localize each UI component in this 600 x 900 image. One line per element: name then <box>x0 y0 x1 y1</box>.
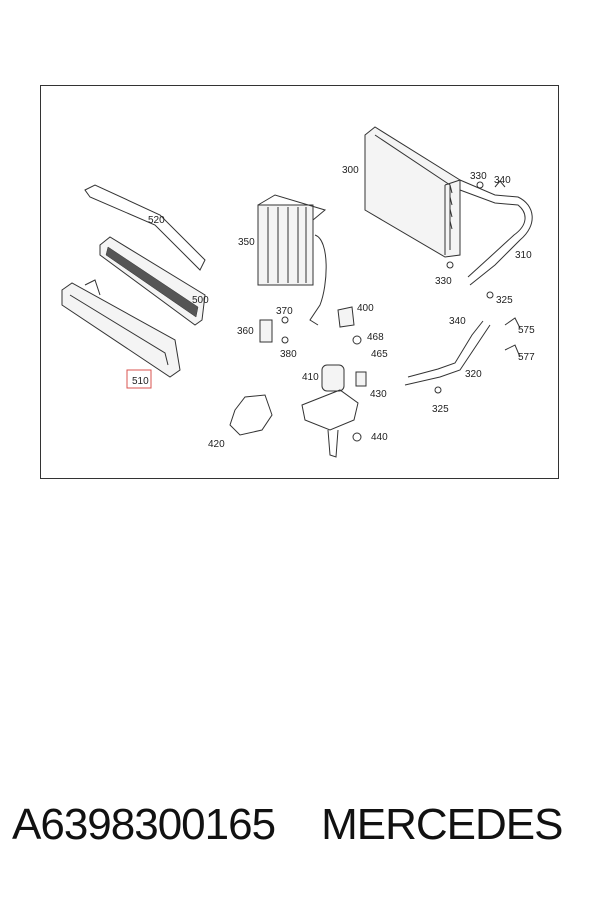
small-parts <box>281 180 521 442</box>
label-577: 577 <box>518 352 535 363</box>
label-575: 575 <box>518 325 535 336</box>
label-350: 350 <box>238 237 255 248</box>
label-340b: 340 <box>449 316 466 327</box>
label-310: 310 <box>515 250 532 261</box>
label-330b: 330 <box>435 276 452 287</box>
label-465: 465 <box>371 349 388 360</box>
brand-name: MERCEDES <box>321 800 563 849</box>
label-468: 468 <box>367 332 384 343</box>
label-300: 300 <box>342 165 359 176</box>
heater-core-300[interactable] <box>364 126 461 258</box>
label-330a: 330 <box>470 171 487 182</box>
label-380: 380 <box>280 349 297 360</box>
caption: A6398300165 MERCEDES <box>12 800 592 850</box>
sensor-360[interactable] <box>259 319 273 343</box>
label-420: 420 <box>208 439 225 450</box>
hose-310[interactable] <box>459 179 533 286</box>
label-360: 360 <box>237 326 254 337</box>
block-400[interactable] <box>337 306 355 328</box>
filter-510[interactable] <box>61 279 181 378</box>
label-410: 410 <box>302 372 319 383</box>
bracket-520[interactable] <box>84 184 206 271</box>
diagram-frame <box>40 85 559 479</box>
label-400: 400 <box>357 303 374 314</box>
label-320: 320 <box>465 369 482 380</box>
label-430: 430 <box>370 389 387 400</box>
label-500: 500 <box>192 295 209 306</box>
hose-320[interactable] <box>404 320 491 386</box>
pump-410[interactable] <box>301 364 359 458</box>
filter-500[interactable] <box>99 236 206 326</box>
label-325a: 325 <box>496 295 513 306</box>
label-340a: 340 <box>494 175 511 186</box>
bracket-420[interactable] <box>229 394 273 436</box>
evaporator-350[interactable] <box>257 194 327 326</box>
label-440: 440 <box>371 432 388 443</box>
parts-diagram: 300 310 320 325 325 330 330 340 340 350 … <box>61 126 535 458</box>
label-510: 510 <box>132 376 149 387</box>
label-370: 370 <box>276 306 293 317</box>
part-number: A6398300165 <box>12 800 276 849</box>
label-520: 520 <box>148 215 165 226</box>
highlight-box-510 <box>126 369 152 389</box>
label-325b: 325 <box>432 404 449 415</box>
